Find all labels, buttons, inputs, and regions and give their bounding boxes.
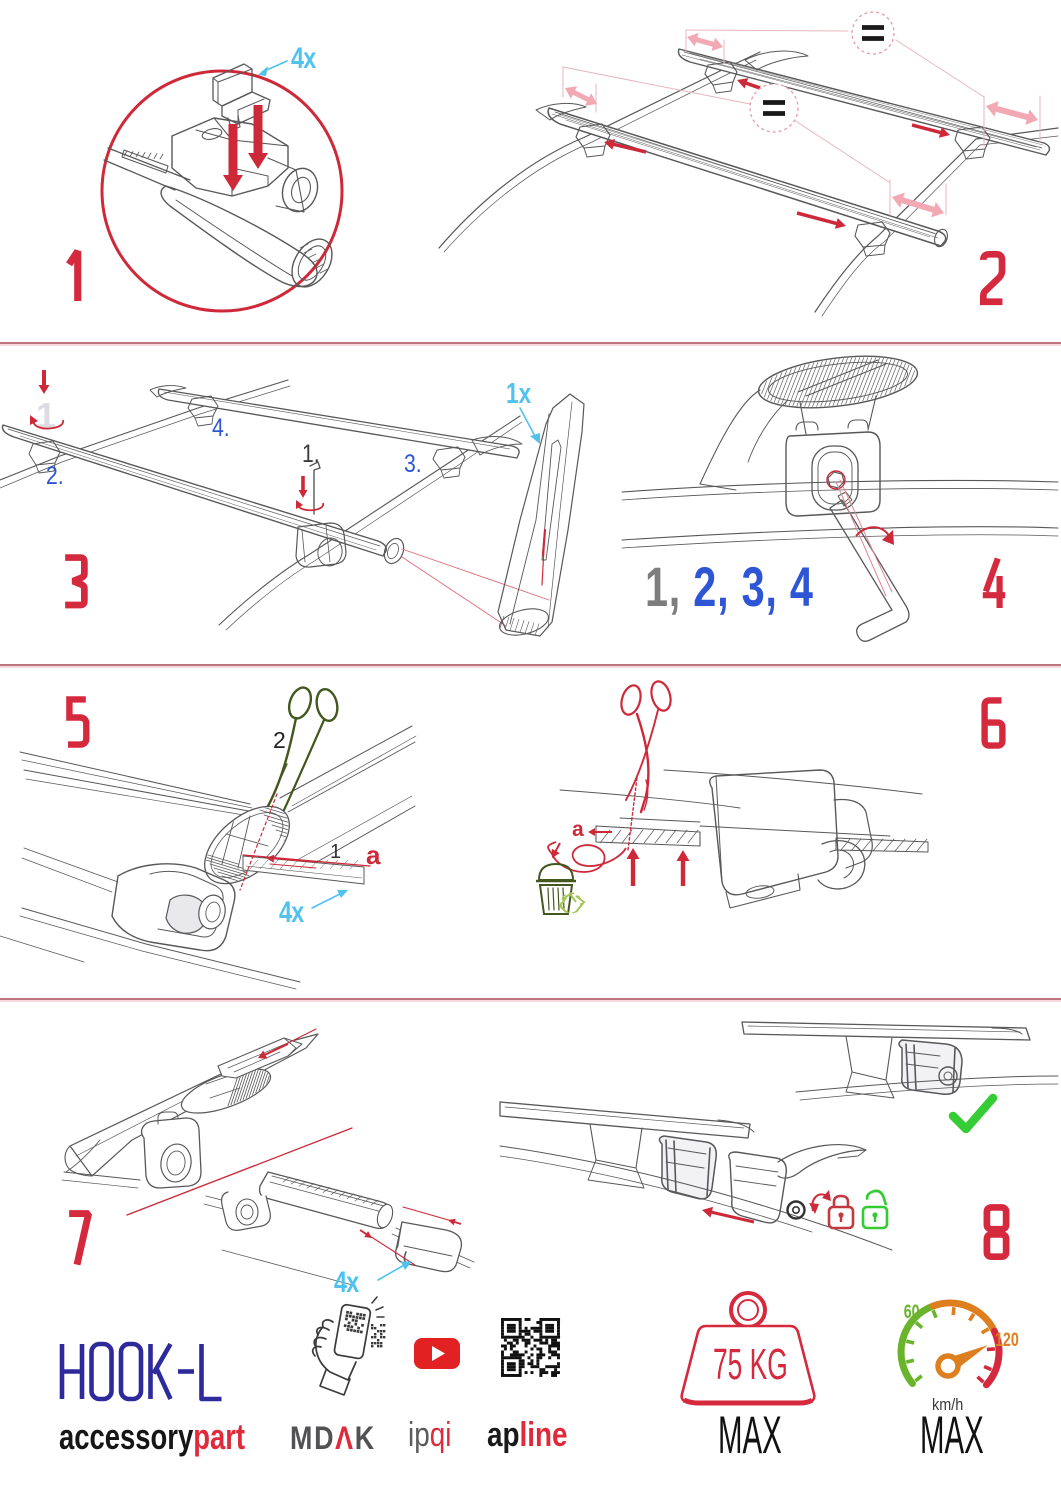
svg-text:1: 1 bbox=[36, 395, 56, 436]
svg-text:60: 60 bbox=[904, 1301, 920, 1322]
svg-text:km/h: km/h bbox=[932, 1396, 963, 1414]
svg-text:4.: 4. bbox=[212, 413, 230, 441]
svg-text:apline: apline bbox=[487, 1415, 568, 1453]
svg-text:120: 120 bbox=[995, 1329, 1019, 1350]
svg-text:MDΛK: MDΛK bbox=[290, 1421, 376, 1457]
svg-text:MAX: MAX bbox=[718, 1406, 782, 1465]
svg-text:4x: 4x bbox=[279, 895, 304, 928]
svg-text:1x: 1x bbox=[506, 376, 532, 409]
svg-text:MAX: MAX bbox=[920, 1406, 984, 1465]
svg-text:4x: 4x bbox=[334, 1265, 359, 1298]
svg-text:2.: 2. bbox=[46, 461, 64, 489]
svg-text:accessorypart: accessorypart bbox=[59, 1416, 245, 1456]
svg-text:3.: 3. bbox=[404, 449, 422, 477]
svg-text:2: 2 bbox=[273, 727, 286, 753]
svg-text:1, 2, 3, 4: 1, 2, 3, 4 bbox=[645, 556, 814, 619]
svg-text:1: 1 bbox=[330, 841, 341, 863]
svg-text:a: a bbox=[366, 840, 381, 870]
svg-text:1.: 1. bbox=[302, 439, 320, 467]
svg-text:ipqi: ipqi bbox=[408, 1415, 451, 1453]
svg-text:75 KG: 75 KG bbox=[713, 1339, 788, 1389]
svg-text:4x: 4x bbox=[291, 41, 316, 74]
svg-text:a: a bbox=[572, 818, 584, 841]
